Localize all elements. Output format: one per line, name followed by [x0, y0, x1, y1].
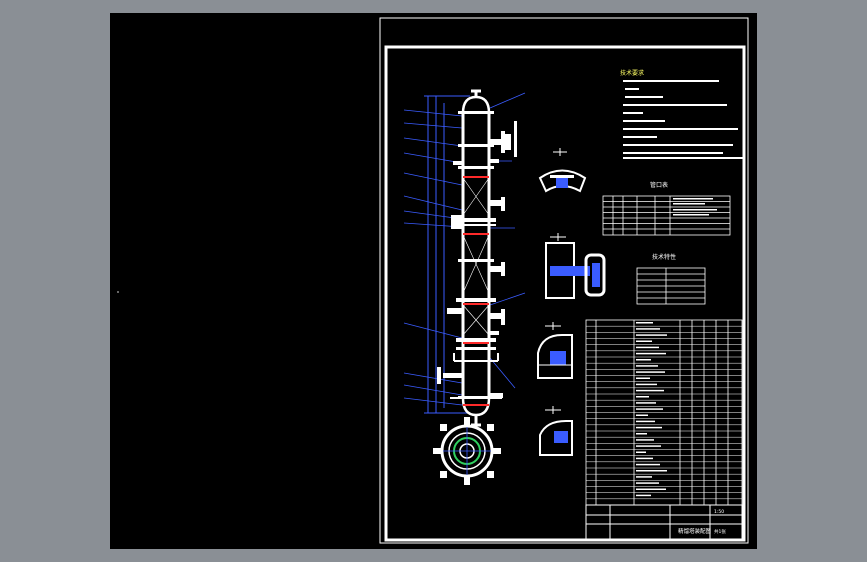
parts-list-row-text: [636, 402, 656, 404]
parts-list: [585, 319, 743, 506]
parts-list-row-text: [636, 346, 659, 349]
spec-table: 技术特性: [636, 253, 706, 305]
sheet-label: 共1张: [714, 528, 726, 535]
parts-list-row-text: [636, 340, 652, 342]
parts-list-row-text: [636, 482, 659, 484]
detail-view-d: [539, 406, 573, 456]
parts-list-row-text: [636, 389, 664, 392]
parts-list-row-text: [636, 365, 658, 367]
nozzles-right: [489, 121, 517, 398]
drawing-name: 精馏塔装配图: [678, 527, 712, 535]
column-shell: [461, 89, 491, 427]
parts-list-row-text: [636, 457, 653, 460]
parts-list-row-text: [636, 420, 655, 423]
parts-list-row-text: [636, 383, 657, 386]
tech-requirements-title: 技术要求: [620, 69, 644, 77]
parts-list-row-text: [636, 322, 653, 324]
cad-viewport[interactable]: 技术要求 管口表: [110, 13, 757, 549]
parts-list-row-text: [636, 494, 651, 497]
parts-list-row-text: [636, 433, 647, 435]
packing-sections: [462, 177, 490, 336]
parts-list-row-text: [636, 445, 661, 447]
parts-list-row-text: [636, 359, 651, 361]
viewport-marker: [117, 291, 119, 293]
parts-list-row-text: [636, 463, 660, 466]
parts-list-row-text: [636, 451, 646, 453]
engineering-drawing: 技术要求 管口表: [117, 17, 749, 544]
parts-list-row-text: [636, 439, 654, 441]
parts-list-row-text: [636, 488, 666, 490]
tech-requirements: 技术要求: [620, 69, 743, 159]
parts-list-row-text: [636, 470, 667, 472]
parts-list-row-text: [636, 426, 662, 429]
parts-list-row-text: [636, 408, 663, 410]
nozzle-table-title: 管口表: [650, 181, 668, 189]
nozzles-left: [437, 161, 463, 384]
skirt-support: [450, 353, 502, 399]
tech-requirements-lines: [623, 80, 743, 159]
detail-view-b: [545, 233, 606, 299]
sheet-outer-border: [379, 17, 749, 544]
detail-view-a: [538, 148, 587, 193]
sheet-inner-border: [384, 45, 746, 542]
parts-list-row-text: [636, 328, 660, 330]
scale-label: 1:50: [714, 509, 724, 515]
parts-list-row-text: [636, 334, 667, 336]
detail-view-c: [537, 322, 573, 379]
parts-list-row-text: [636, 352, 666, 355]
parts-list-row-text: [636, 476, 652, 478]
spec-table-title: 技术特性: [652, 253, 676, 261]
column-main-view: [403, 89, 526, 427]
column-top-view: [433, 417, 501, 485]
distributor-markers: [463, 176, 489, 406]
parts-list-row-text: [636, 371, 665, 373]
title-block: 精馏塔装配图 1:50 共1张: [585, 504, 743, 541]
parts-list-row-text: [636, 396, 649, 398]
nozzle-table: 管口表: [602, 181, 731, 236]
overall-dimension-lines: [424, 95, 470, 414]
parts-list-row-text: [636, 377, 650, 379]
parts-list-row-text: [636, 414, 648, 416]
